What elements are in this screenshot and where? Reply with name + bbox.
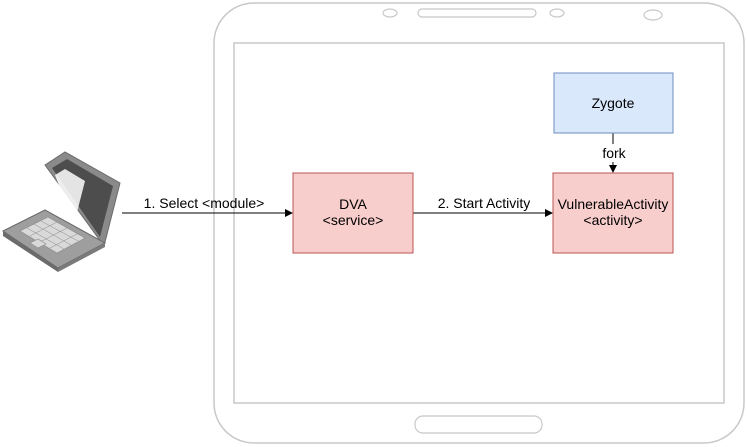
edge-label-select-module: 1. Select <module> [144,195,265,211]
laptop-icon [2,151,121,272]
dva-type-label: <service> [323,212,384,228]
edge-fork: fork [598,133,628,173]
sensor-icon [549,8,565,18]
edge-label-fork: fork [602,145,626,161]
speaker-grille-icon [417,8,537,18]
sensor-icon-2 [643,9,663,21]
node-zygote: Zygote [553,72,674,134]
edge-select-module: 1. Select <module> [122,195,293,217]
vulnerable-activity-type-label: <activity> [583,212,642,228]
dva-box [292,172,414,254]
front-camera-icon [382,8,398,18]
node-vulnerable-activity: VulnerableActivity <activity> [552,172,674,254]
dva-label: DVA [339,196,367,212]
zygote-box [553,72,674,134]
vulnerable-activity-label: VulnerableActivity [558,196,669,212]
node-dva-service: DVA <service> [292,172,414,254]
home-button-icon [414,415,543,434]
edge-label-start-activity: 2. Start Activity [438,195,531,211]
zygote-label: Zygote [592,95,635,111]
vulnerable-activity-box [552,172,674,254]
edge-start-activity: 2. Start Activity [413,195,553,217]
